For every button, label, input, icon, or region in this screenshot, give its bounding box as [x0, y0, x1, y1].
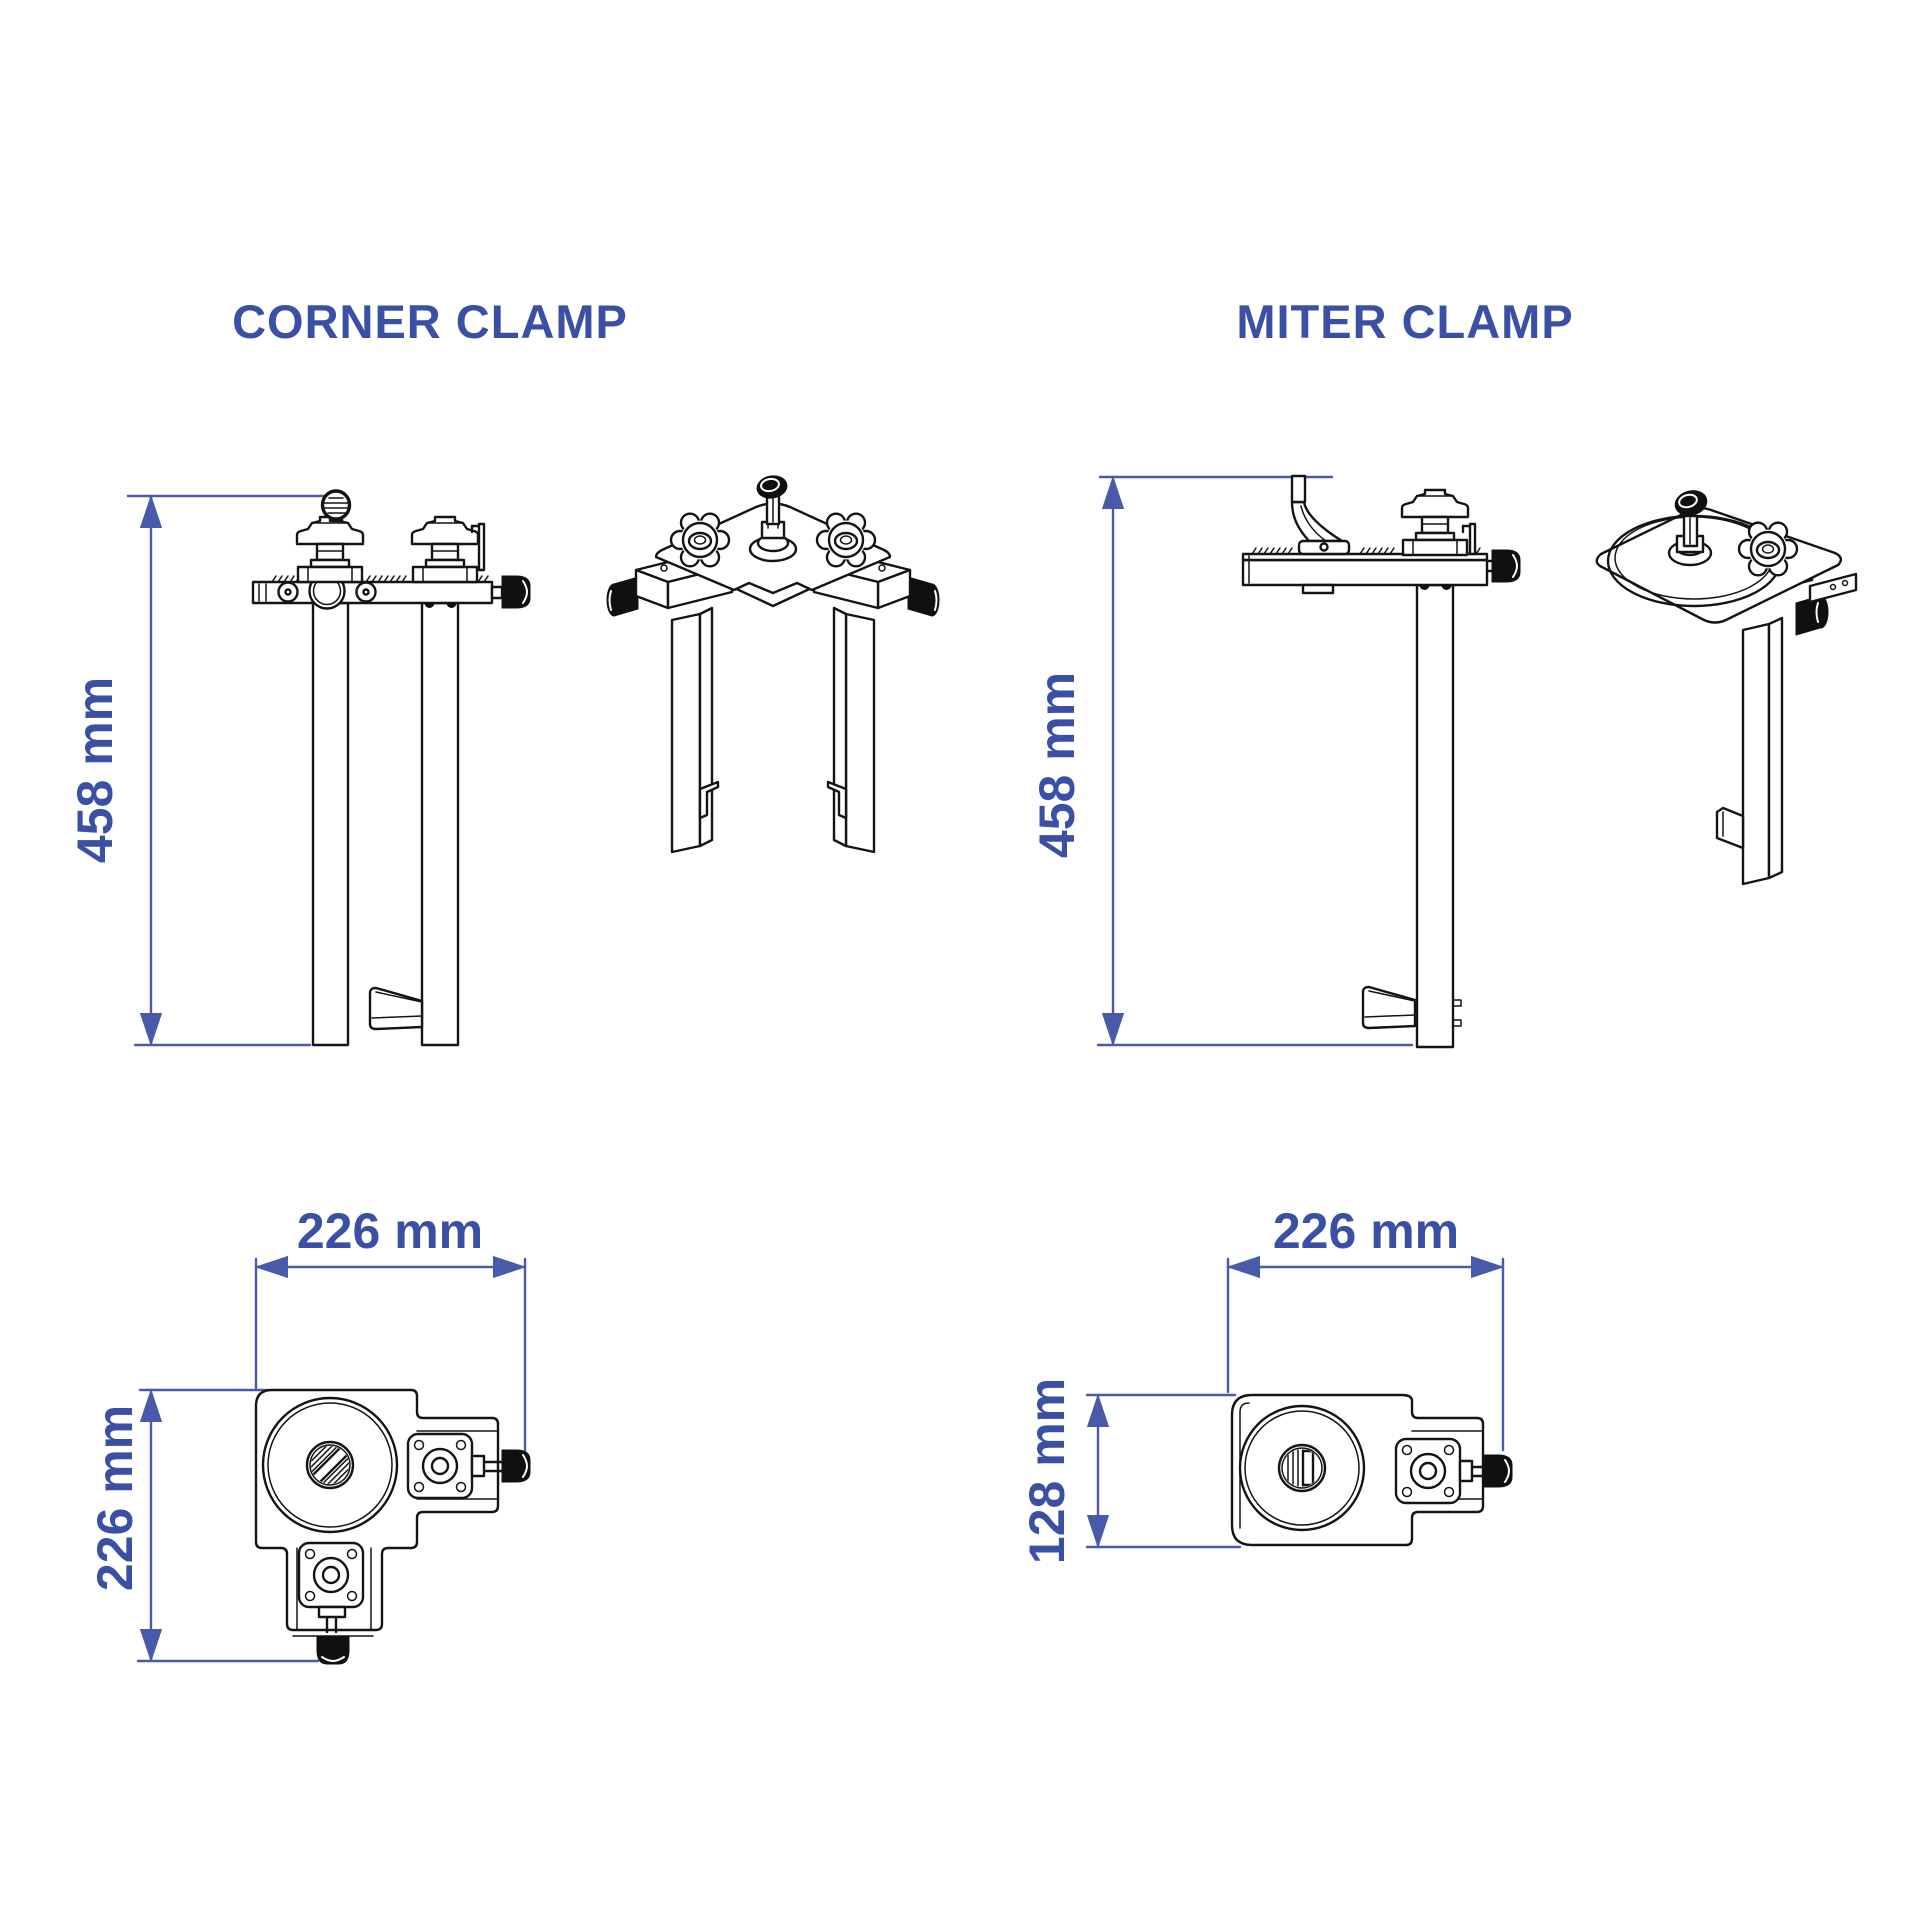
knob-shaft — [490, 585, 504, 600]
miter-iso-lever — [1674, 490, 1708, 548]
corner-side-black-knob — [501, 575, 531, 609]
corner-hand-knob-right — [410, 515, 480, 584]
miter-clamp-iso-view — [1595, 490, 1858, 886]
miter-top-black-knob — [1483, 1454, 1513, 1488]
corner-clamp-top-view: 226 mm 226 mm — [87, 1203, 531, 1665]
miter-width-dimension: 226 mm — [1226, 1203, 1505, 1452]
corner-clamp-figure: CORNER CLAMP 458 mm — [67, 295, 941, 1665]
corner-iso-right-assembly — [812, 552, 941, 854]
miter-height-dimension: 458 mm — [1029, 475, 1414, 1047]
corner-cam-lever — [756, 475, 788, 526]
miter-depth-dimension: 128 mm — [1019, 1378, 1242, 1564]
miter-iso-leg — [1715, 616, 1784, 886]
miter-hand-knob — [1400, 488, 1470, 557]
corner-clamp-side-view: 458 mm — [67, 489, 531, 1047]
miter-top-drawing — [1230, 1393, 1513, 1547]
miter-clamp-figure: MITER CLAMP 458 mm — [1019, 295, 1858, 1564]
miter-knob-disc — [1238, 1404, 1366, 1532]
miter-clamp-top-view: 226 mm 128 mm — [1019, 1203, 1513, 1564]
corner-height-dimension: 458 mm — [67, 494, 329, 1047]
corner-spindle-hub-hatch — [311, 1446, 349, 1484]
miter-side-drawing — [1241, 474, 1521, 1049]
corner-hand-knob-left — [295, 515, 365, 584]
corner-knob-disc — [261, 1396, 399, 1534]
corner-lock-pin — [470, 522, 486, 572]
corner-depth-label: 226 mm — [87, 1405, 143, 1591]
corner-knurled-wheel — [320, 489, 352, 523]
miter-side-black-knob — [1491, 549, 1521, 583]
miter-clamp-unit — [1394, 1437, 1462, 1505]
corner-width-label: 226 mm — [297, 1203, 483, 1259]
miter-clamp-title: MITER CLAMP — [1236, 295, 1573, 348]
miter-table-plate — [1241, 547, 1489, 595]
corner-iso-left-assembly — [605, 552, 734, 854]
corner-foot-pad — [368, 986, 424, 1031]
miter-depth-label: 128 mm — [1019, 1378, 1075, 1564]
miter-lock-pin — [1461, 522, 1477, 556]
corner-bottom-black-knob — [316, 1635, 350, 1665]
miter-foot-pad — [1361, 985, 1417, 1030]
corner-leg-right — [420, 601, 460, 1047]
miter-cam-lever — [1290, 474, 1351, 556]
corner-clamp-iso-view — [605, 475, 941, 854]
corner-right-black-knob — [501, 1449, 531, 1483]
corner-top-body — [254, 1388, 500, 1632]
miter-height-label: 458 mm — [1029, 672, 1085, 858]
corner-height-label: 458 mm — [67, 677, 123, 863]
miter-top-body — [1230, 1393, 1485, 1547]
corner-width-dimension: 226 mm — [254, 1203, 527, 1454]
corner-clamp-title: CORNER CLAMP — [232, 295, 628, 348]
miter-clamp-side-view: 458 mm — [1029, 474, 1521, 1049]
corner-depth-dimension: 226 mm — [87, 1388, 320, 1663]
miter-spindle-hub-hatch — [1287, 1449, 1315, 1487]
corner-right-clamp-unit — [406, 1432, 474, 1500]
corner-bottom-clamp-unit — [297, 1541, 365, 1609]
corner-top-drawing — [254, 1388, 531, 1665]
miter-width-label: 226 mm — [1273, 1203, 1459, 1259]
miter-leg — [1415, 583, 1455, 1049]
corner-leg-left — [311, 601, 350, 1047]
corner-side-drawing — [251, 489, 531, 1047]
